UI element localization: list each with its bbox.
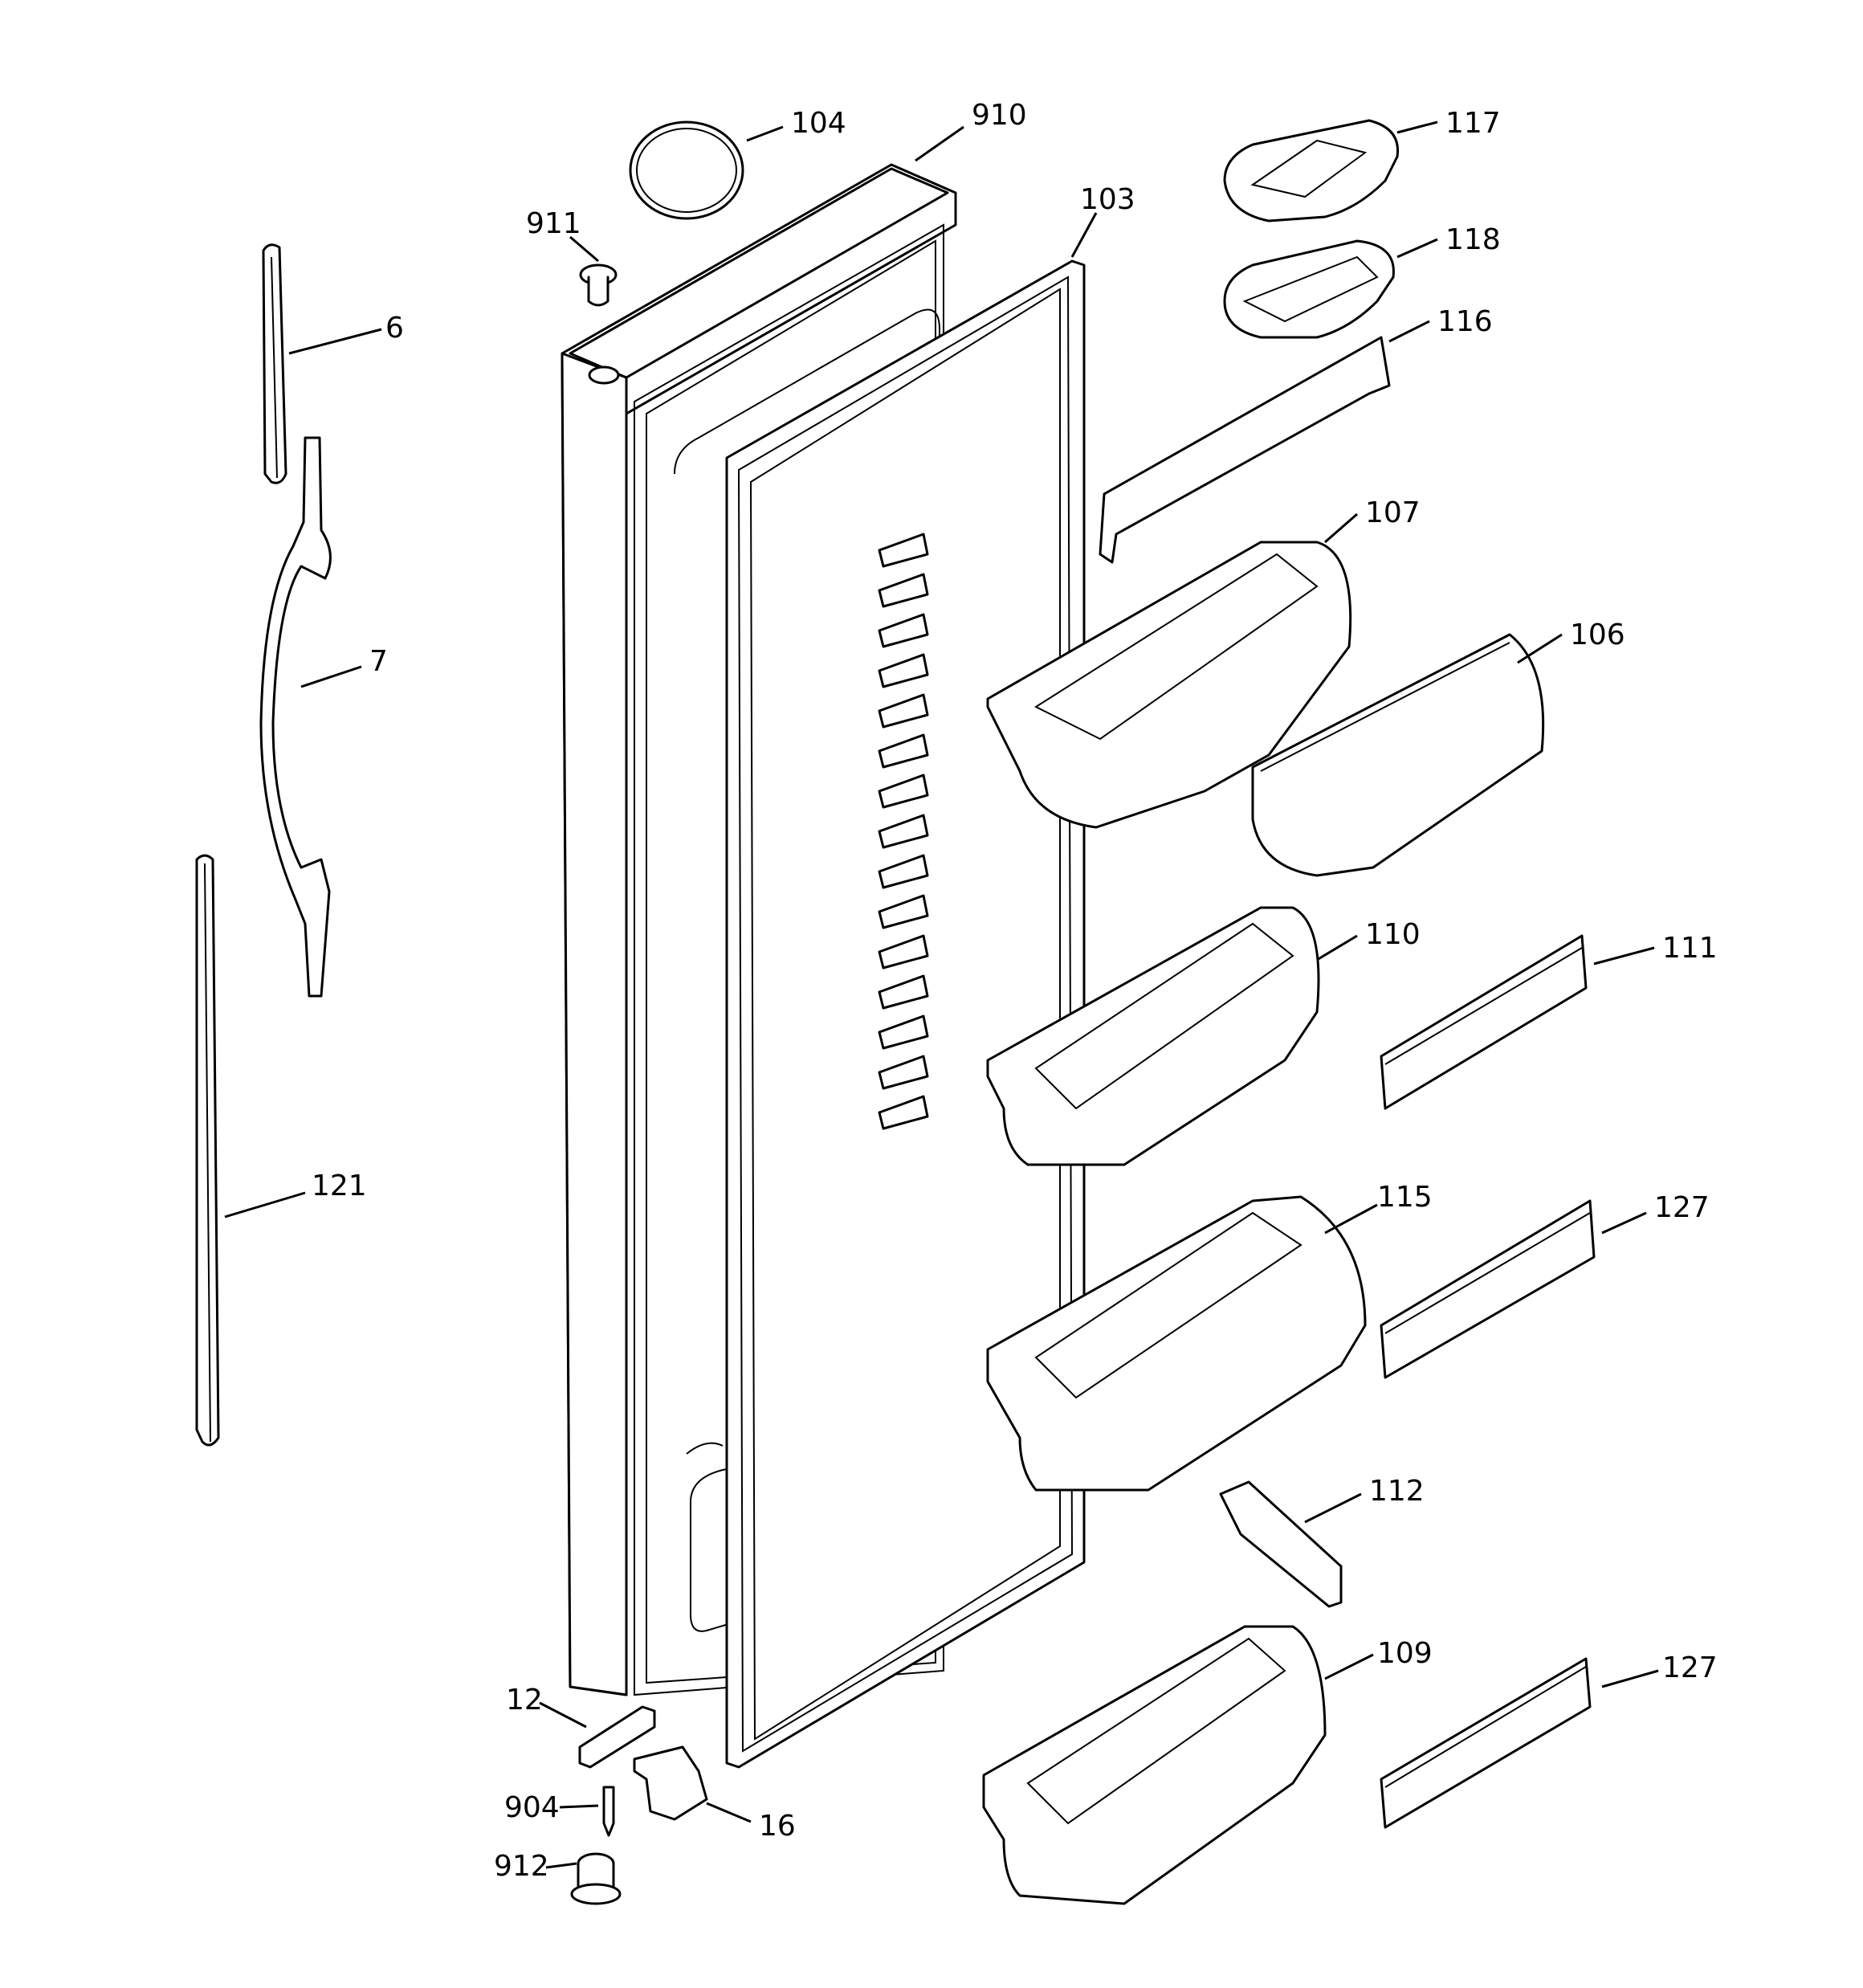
part-127a-shelf [1380, 1199, 1596, 1379]
callout-labels: 104 910 117 911 103 118 6 116 107 106 7 … [312, 99, 1718, 1883]
callout-110: 110 [1365, 918, 1421, 951]
part-912-bushing [570, 1852, 622, 1905]
shelf-clip-rails [878, 533, 929, 1130]
callout-910: 910 [972, 99, 1027, 132]
callout-106: 106 [1570, 618, 1625, 651]
part-112-clip [1219, 1480, 1343, 1608]
part-115-bin [986, 1195, 1367, 1492]
callout-117: 117 [1445, 107, 1501, 140]
callout-16: 16 [759, 1810, 796, 1843]
callout-107: 107 [1365, 496, 1421, 529]
part-911-bushing [579, 263, 618, 307]
callout-12: 12 [506, 1684, 543, 1717]
callout-7: 7 [369, 645, 388, 678]
part-7-handle [259, 436, 332, 998]
door-hinge-hole [588, 365, 620, 385]
callout-116: 116 [1437, 305, 1493, 338]
callout-911: 911 [526, 207, 581, 240]
door-outer-shell [561, 163, 957, 1696]
part-16-hinge-block [633, 1745, 708, 1821]
leader-lines [224, 120, 1659, 1869]
callout-904: 904 [504, 1791, 560, 1824]
callout-912: 912 [494, 1850, 549, 1883]
callout-103: 103 [1080, 183, 1135, 216]
callout-118: 118 [1445, 223, 1501, 256]
part-111-shelf [1380, 934, 1588, 1110]
part-116-rail [1099, 336, 1391, 564]
callout-127-lower: 127 [1662, 1651, 1718, 1684]
part-110-bin [986, 906, 1320, 1166]
callout-121: 121 [312, 1170, 367, 1202]
part-904-screw [602, 1786, 615, 1837]
part-107-bin [986, 541, 1352, 829]
callout-6: 6 [385, 312, 404, 345]
callout-127-upper: 127 [1654, 1191, 1710, 1224]
callout-109: 109 [1377, 1637, 1433, 1670]
callout-104: 104 [791, 107, 846, 140]
part-121-trim [195, 854, 220, 1447]
part-118-tray [1223, 239, 1395, 339]
part-109-bin [982, 1625, 1327, 1905]
callout-112: 112 [1369, 1475, 1425, 1508]
part-104-seal-ring [629, 120, 744, 220]
part-127b-shelf [1380, 1657, 1592, 1829]
callout-111: 111 [1662, 932, 1718, 965]
door-gasket [725, 259, 1086, 1769]
part-6-trim [262, 243, 287, 484]
part-12-bracket [578, 1705, 656, 1769]
part-117-cover [1223, 119, 1400, 222]
callout-115: 115 [1377, 1181, 1433, 1214]
